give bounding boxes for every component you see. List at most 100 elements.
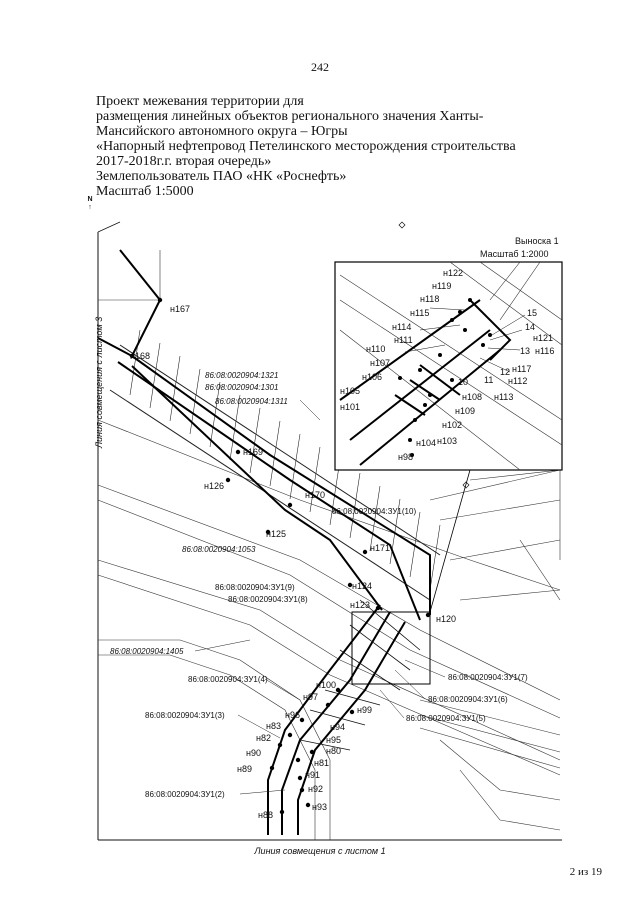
label-n125: н125 <box>266 529 286 539</box>
vertex-points <box>129 297 431 815</box>
frame-tick <box>97 221 121 233</box>
side-match-line-caption: Линия совмещения с листом 3 <box>94 316 104 448</box>
label-n168: н168 <box>130 351 150 361</box>
label-n126: н126 <box>204 481 224 491</box>
label-n88: н88 <box>258 810 273 820</box>
inset-n113: н113 <box>494 392 513 402</box>
zu-9: 86:08:0020904:ЗУ1(9) <box>215 583 295 592</box>
inset-title: Выноска 1 <box>515 236 559 246</box>
zu-labels: 86:08:0020904:ЗУ1(10) 86:08:0020904:ЗУ1(… <box>145 507 528 799</box>
inset-13: 13 <box>520 346 530 356</box>
detail-box <box>351 611 431 685</box>
cad-1301: 86:08:0020904:1301 <box>205 383 278 392</box>
corridor-ties <box>299 599 421 751</box>
inset-detail: Выноска 1 Масштаб 1:2000 н12 <box>334 236 563 471</box>
inset-n109: н109 <box>455 406 475 416</box>
cad-1321: 86:08:0020904:1321 <box>205 371 278 380</box>
inset-background <box>339 261 563 471</box>
label-n97: н97 <box>303 692 318 702</box>
inset-n112: н112 <box>508 376 527 386</box>
inset-n121: н121 <box>533 333 553 343</box>
label-n120: н120 <box>436 614 456 624</box>
zu-7: 86:08:0020904:ЗУ1(7) <box>448 673 528 682</box>
label-n100: н100 <box>316 680 336 690</box>
zu-leaders <box>237 659 446 795</box>
inset-n98: н98 <box>398 452 413 462</box>
label-n83: н83 <box>266 721 281 731</box>
header-line-5: 2017-2018г.г. вторая очередь» <box>96 154 272 169</box>
cad-1311: 86:08:0020904:1311 <box>215 397 288 406</box>
label-n167: н167 <box>170 304 190 314</box>
inset-points <box>398 298 492 457</box>
label-n90: н90 <box>246 748 261 758</box>
north-letter: N <box>87 196 93 203</box>
pipeline-corridor <box>97 249 431 835</box>
inset-n103: н103 <box>437 436 457 446</box>
footer-page-count: 2 из 19 <box>569 866 602 878</box>
header-line-4: «Напорный нефтепровод Петелинского место… <box>96 139 516 154</box>
label-n93: н93 <box>312 802 327 812</box>
zu-10: 86:08:0020904:ЗУ1(10) <box>332 507 416 516</box>
inset-14: 14 <box>525 322 535 332</box>
header-line-3: Мансийского автономного округа – Югры <box>96 124 348 139</box>
cad-leaders <box>194 399 321 652</box>
label-n92: н92 <box>308 784 323 794</box>
document-header: Проект межевания территории для размещен… <box>96 94 566 199</box>
bottom-match-line-caption: Линия совмещения с листом 1 <box>254 846 386 856</box>
cadastral-labels: 86:08:0020904:1321 86:08:0020904:1301 86… <box>110 371 288 656</box>
diamond-markers <box>398 221 470 489</box>
label-n89: н89 <box>237 764 252 774</box>
header-line-6: Землепользователь ПАО «НК «Роснефть» <box>96 169 347 184</box>
detail-leader <box>429 469 471 613</box>
inset-n118: н118 <box>420 294 439 304</box>
inset-11: 11 <box>484 375 493 385</box>
label-n169: н169 <box>243 447 263 457</box>
zu-5: 86:08:0020904:ЗУ1(5) <box>406 714 486 723</box>
inset-n101: н101 <box>340 402 360 412</box>
inset-n114: н114 <box>392 322 411 332</box>
north-arrow-glyph: ↑ <box>88 204 92 211</box>
inset-n119: н119 <box>432 281 451 291</box>
inset-12: 12 <box>500 367 510 377</box>
inset-n107: н107 <box>370 358 390 368</box>
label-n91: н91 <box>305 770 320 780</box>
inset-n102: н102 <box>442 420 462 430</box>
zu-4: 86:08:0020904:ЗУ1(4) <box>188 675 268 684</box>
main-point-labels: н167 н168 н169 н126 н170 н125 н171 н124 … <box>130 304 456 820</box>
inset-n111: н111 <box>394 335 413 345</box>
inset-n122: н122 <box>443 268 463 278</box>
label-n99: н99 <box>357 705 372 715</box>
zu-6: 86:08:0020904:ЗУ1(6) <box>428 695 508 704</box>
cad-1405: 86:08:0020904:1405 <box>110 647 184 656</box>
page-number: 242 <box>311 60 329 74</box>
inset-n115: н115 <box>410 308 429 318</box>
inset-scale: Масштаб 1:2000 <box>480 249 549 259</box>
inset-n108: н108 <box>462 392 482 402</box>
inset-10: 10 <box>458 377 468 387</box>
label-n95: н95 <box>326 735 341 745</box>
inset-n116: н116 <box>535 346 554 356</box>
zu-8: 86:08:0020904:ЗУ1(8) <box>228 595 308 604</box>
label-n124: н124 <box>352 581 372 591</box>
label-n81: н81 <box>314 758 329 768</box>
cad-1053: 86:08:0020904:1053 <box>182 545 256 554</box>
inset-15: 15 <box>527 308 537 318</box>
label-n82: н82 <box>256 733 271 743</box>
inset-n117: н117 <box>512 364 531 374</box>
label-n171: н171 <box>370 543 390 553</box>
label-n123: н123 <box>350 600 370 610</box>
north-arrow-icon: N ↑ <box>86 196 94 212</box>
inset-n106: н106 <box>362 372 382 382</box>
header-line-7: Масштаб 1:5000 <box>96 184 194 199</box>
header-line-2: размещения линейных объектов регионально… <box>96 109 484 124</box>
label-n94: н94 <box>330 722 345 732</box>
inset-leaders <box>404 307 526 373</box>
header-line-1: Проект межевания территории для <box>96 94 304 109</box>
label-n96: н96 <box>285 710 300 720</box>
label-n80: н80 <box>326 746 341 756</box>
inset-n105: н105 <box>340 386 360 396</box>
inset-n110: н110 <box>366 344 385 354</box>
zu-2: 86:08:0020904:ЗУ1(2) <box>145 790 225 799</box>
inset-corridor <box>339 299 512 466</box>
